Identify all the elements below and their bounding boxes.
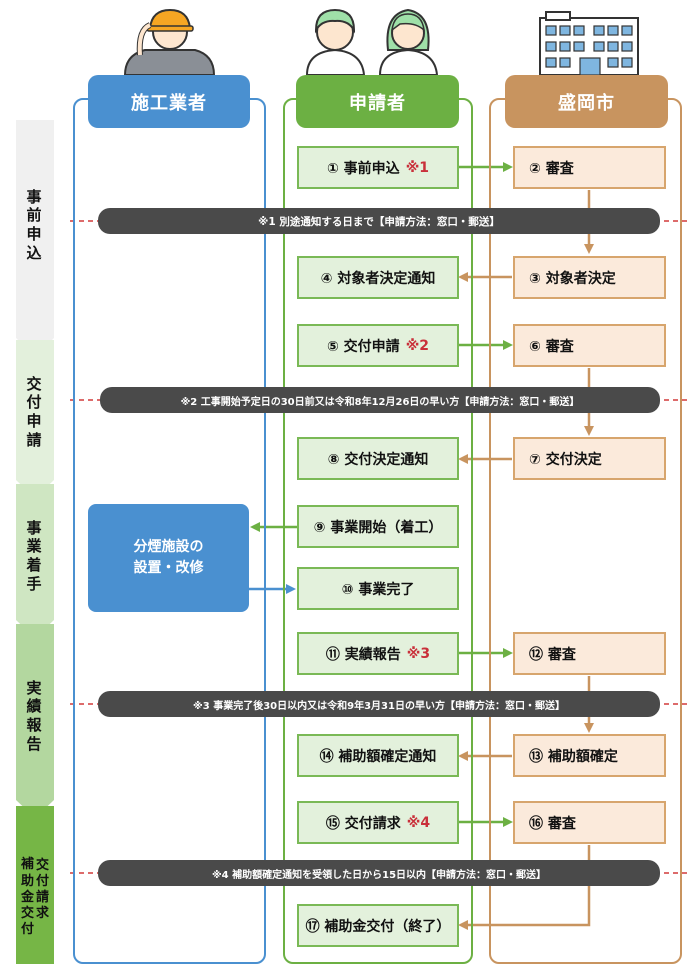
worker-icon <box>123 8 216 76</box>
phase-label-project-start: 事業着手 <box>26 518 42 593</box>
note-bar-1: ※1 別途通知する日まで【申請方法：窓口・郵送】 <box>98 208 660 234</box>
step-4-eligibility-notice: ④ 対象者決定通知 <box>297 256 459 299</box>
note-bar-3: ※3 事業完了後30日以内又は令和9年3月31日の早い方【申請方法：窓口・郵送】 <box>98 691 660 717</box>
step-1-pre-application: ① 事前申込※1 <box>297 146 459 189</box>
step-10-project-complete: ⑩ 事業完了 <box>297 567 459 610</box>
step-13-amount-confirm: ⑬ 補助額確定 <box>513 734 666 777</box>
contractor-header: 施工業者 <box>88 75 250 128</box>
phase-chevron-1 <box>16 120 54 356</box>
contractor-work-box: 分煙施設の 設置・改修 <box>88 504 249 612</box>
phase-label-payment: 交付請求 補助金交付 <box>20 857 50 938</box>
step-6-review: ⑥ 審査 <box>513 324 666 367</box>
phase-chevron-2 <box>16 340 54 498</box>
applicant-people-icon <box>305 8 439 76</box>
step-7-grant-decision: ⑦ 交付決定 <box>513 437 666 480</box>
phase-label-pre-application: 事前申込 <box>26 187 42 262</box>
applicant-header: 申請者 <box>296 75 459 128</box>
note-bar-4: ※4 補助額確定通知を受領した日から15日以内【申請方法：窓口・郵送】 <box>98 860 660 886</box>
step-11-results-report: ⑪ 実績報告※3 <box>297 632 459 675</box>
step-8-grant-decision-notice: ⑧ 交付決定通知 <box>297 437 459 480</box>
step-5-grant-application: ⑤ 交付申請※2 <box>297 324 459 367</box>
step-14-amount-confirm-notice: ⑭ 補助額確定通知 <box>297 734 459 777</box>
city-hall-building-icon <box>539 11 639 76</box>
city-header: 盛岡市 <box>505 75 668 128</box>
step-15-payment-request: ⑮ 交付請求※4 <box>297 801 459 844</box>
note-bar-2: ※2 工事開始予定日の30日前又は令和8年12月26日の早い方【申請方法：窓口・… <box>100 387 660 413</box>
phase-label-results-report: 実績報告 <box>26 678 42 753</box>
step-17-subsidy-payment: ⑰ 補助金交付（終了） <box>297 904 459 947</box>
step-16-review: ⑯ 審査 <box>513 801 666 844</box>
step-3-eligibility-decision: ③ 対象者決定 <box>513 256 666 299</box>
connectors <box>249 162 594 930</box>
phase-chevron-3 <box>16 484 54 638</box>
step-9-project-start: ⑨ 事業開始（着工） <box>297 505 459 548</box>
step-12-review: ⑫ 審査 <box>513 632 666 675</box>
phase-block-5 <box>16 806 54 964</box>
phase-chevron-4 <box>16 624 54 818</box>
step-2-review: ② 審査 <box>513 146 666 189</box>
phase-label-grant-application: 交付申請 <box>26 374 42 449</box>
